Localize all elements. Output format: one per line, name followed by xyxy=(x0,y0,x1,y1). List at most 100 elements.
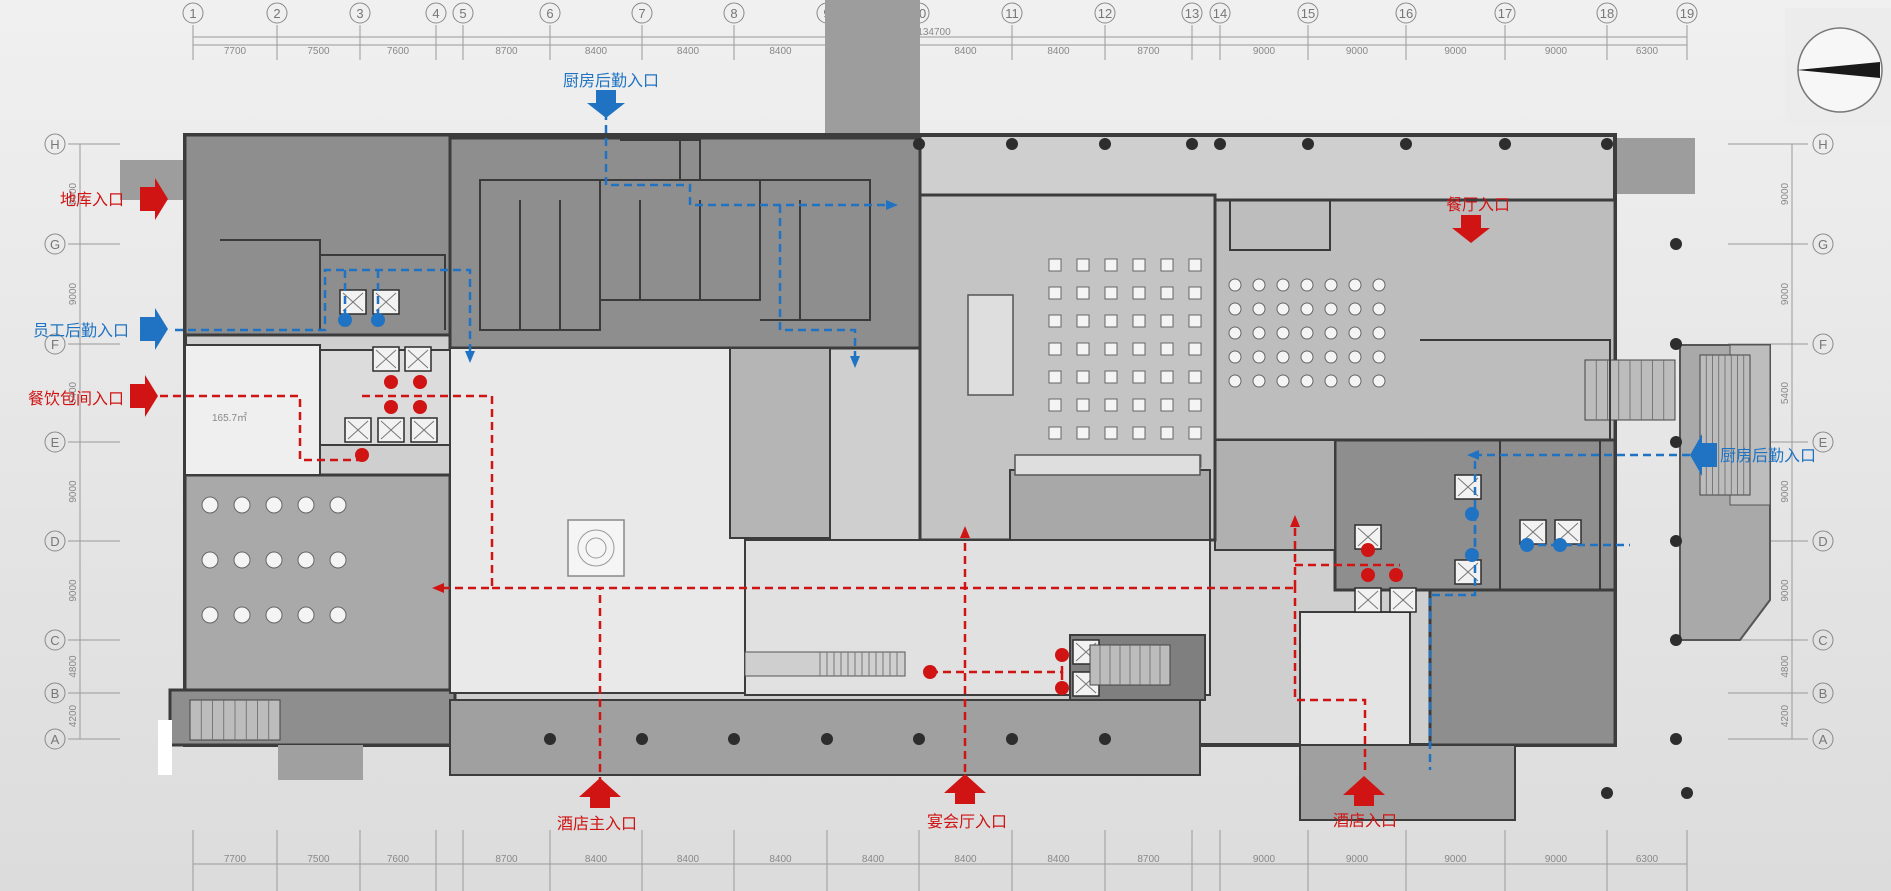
overall-dimension: 134700 xyxy=(917,27,951,38)
row-axis-label: A xyxy=(1819,732,1828,747)
private-dining-entry xyxy=(184,344,321,476)
column-axis-label: 1 xyxy=(189,6,196,21)
bay-dimension: 9000 xyxy=(1545,854,1568,865)
grid-lines xyxy=(68,25,1808,891)
buffet-display xyxy=(1009,469,1211,541)
column-axis-label: 11 xyxy=(1005,6,1019,21)
bay-dimension: 8400 xyxy=(862,854,885,865)
row-dimension: 9000 xyxy=(68,480,79,503)
bay-dimension: 7600 xyxy=(387,46,410,57)
row-axis-label: E xyxy=(1819,435,1828,450)
row-axis-label: C xyxy=(50,633,59,648)
garage-entrance-arrow xyxy=(140,178,168,220)
bay-dimension: 8400 xyxy=(954,46,977,57)
lobby-bar xyxy=(183,473,452,692)
kitchen-right-entrance-arrow xyxy=(1690,434,1717,476)
row-axis-label: F xyxy=(51,337,59,352)
bay-dimension: 8400 xyxy=(1047,854,1070,865)
banquet-entrance-label: 宴会厅入口 xyxy=(927,812,1007,831)
row-axis-label: B xyxy=(51,686,60,701)
bay-dimension: 9000 xyxy=(1346,854,1369,865)
bay-dimension: 8400 xyxy=(769,46,792,57)
north-service-shaft xyxy=(825,0,920,140)
hotel-entrance-arrow xyxy=(1343,776,1385,806)
service-route-arrowheads xyxy=(465,200,1479,460)
row-axis-label: A xyxy=(51,732,60,747)
row-dimension: 4800 xyxy=(68,655,79,678)
row-axis-label: C xyxy=(1818,633,1827,648)
kitchen-partitions xyxy=(220,139,1611,590)
hotel-main-entrance-arrow xyxy=(579,778,621,808)
row-dimension: 9000 xyxy=(68,182,79,205)
banquet-entrance-arrow xyxy=(944,774,986,804)
storage-east xyxy=(1428,588,1617,747)
bay-dimension: 8400 xyxy=(1047,46,1070,57)
column-axis-label: 6 xyxy=(546,6,553,21)
row-axis-label: G xyxy=(1818,237,1828,252)
row-dimension: 4800 xyxy=(1780,655,1791,678)
row-axis-label: H xyxy=(50,137,59,152)
bay-dimension: 8700 xyxy=(495,854,518,865)
interior-details xyxy=(189,138,1751,799)
bay-dimension: 7700 xyxy=(224,854,247,865)
bay-dimension: 7500 xyxy=(307,854,330,865)
bay-dimension: 7700 xyxy=(224,46,247,57)
bay-dimension: 8400 xyxy=(585,854,608,865)
hotel-entrance-label: 酒店入口 xyxy=(1333,811,1397,830)
private-dining-entrance-arrow xyxy=(130,375,158,417)
column-axis-label: 13 xyxy=(1185,6,1199,21)
bay-dimension: 7500 xyxy=(307,46,330,57)
row-axis-label: G xyxy=(50,237,60,252)
row-dimension: 4200 xyxy=(1780,704,1791,727)
area-note: 165.7㎡ xyxy=(212,412,247,424)
row-axis-label: F xyxy=(1819,337,1827,352)
restaurant-entrance-label: 餐厅入口 xyxy=(1446,195,1510,214)
bay-dimension: 9000 xyxy=(1444,46,1467,57)
south-west-annex xyxy=(278,745,363,780)
row-dimension: 9000 xyxy=(1780,282,1791,305)
bay-dimension: 7600 xyxy=(387,854,410,865)
bay-dimension: 9000 xyxy=(1444,854,1467,865)
column-axis-label: 3 xyxy=(356,6,363,21)
bay-dimension: 8400 xyxy=(677,854,700,865)
column-axis-label: 5 xyxy=(459,6,466,21)
column-axis-label: 18 xyxy=(1600,6,1614,21)
column-axis-label: 2 xyxy=(273,6,280,21)
bay-dimension: 9000 xyxy=(1346,46,1369,57)
service-lift-markers xyxy=(338,313,1567,562)
row-dimension: 4200 xyxy=(68,704,79,727)
kitchen-top-entrance-label: 厨房后勤入口 xyxy=(563,71,659,90)
row-axis-label: B xyxy=(1819,686,1828,701)
bay-dimension: 9000 xyxy=(1253,46,1276,57)
row-dimension: 5400 xyxy=(68,381,79,404)
bay-dimension: 9000 xyxy=(1253,854,1276,865)
row-axis-label: H xyxy=(1818,137,1827,152)
column-axis-label: 14 xyxy=(1213,6,1227,21)
column-axis-label: 7 xyxy=(638,6,645,21)
column-axis-label: 16 xyxy=(1399,6,1413,21)
column-axis-label: 19 xyxy=(1680,6,1694,21)
specialty-restaurant xyxy=(1213,198,1617,442)
hotel-main-entrance-label: 酒店主入口 xyxy=(557,814,637,833)
north-arrow-icon xyxy=(1785,8,1891,126)
building xyxy=(120,0,1771,821)
kitchen-right-entrance-label: 厨房后勤入口 xyxy=(1720,446,1816,465)
bay-dimension: 8700 xyxy=(495,46,518,57)
bay-dimension: 6300 xyxy=(1636,854,1659,865)
scale-bar xyxy=(158,720,172,775)
row-dimension: 9000 xyxy=(68,579,79,602)
column-axis-label: 15 xyxy=(1301,6,1315,21)
private-dining-entrance-label: 餐饮包间入口 xyxy=(28,389,124,408)
staff-entrance-arrow xyxy=(140,308,168,350)
column-axis-label: 12 xyxy=(1098,6,1112,21)
guest-lift-markers xyxy=(355,375,1403,695)
garage-entrance-label: 地库入口 xyxy=(60,190,124,209)
column-axis-label: 17 xyxy=(1498,6,1512,21)
row-axis-label: E xyxy=(51,435,60,450)
guest-route-arrowheads xyxy=(432,515,1300,593)
kitchen-block xyxy=(448,136,922,350)
bay-dimension: 9000 xyxy=(1545,46,1568,57)
entrance-arrows xyxy=(130,90,1717,808)
